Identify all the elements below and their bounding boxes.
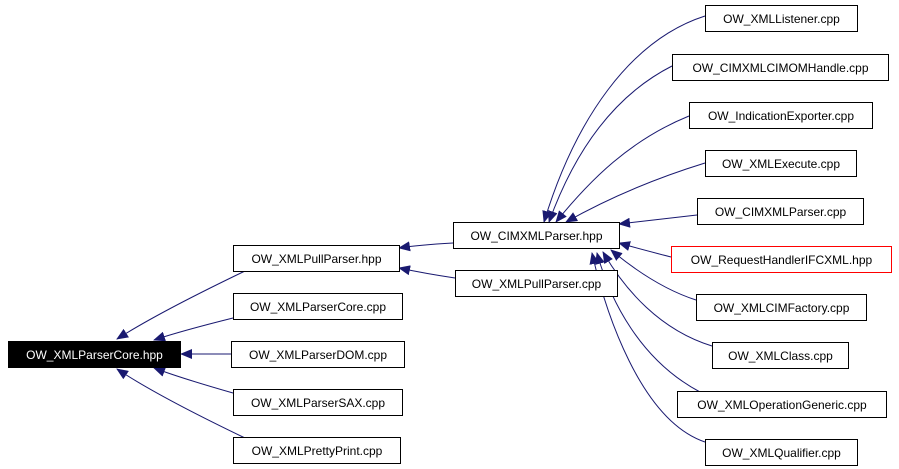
node-xmllistener-cpp[interactable]: OW_XMLListener.cpp	[705, 5, 858, 32]
edge-cimxmlparser-cpp-to-cimxmlparser-hpp	[618, 214, 698, 228]
node-cimxmlparser-hpp[interactable]: OW_CIMXMLParser.hpp	[453, 222, 620, 249]
node-xmlqualifier-cpp[interactable]: OW_XMLQualifier.cpp	[705, 439, 858, 466]
node-cimxmlcimomhandle-cpp[interactable]: OW_CIMXMLCIMOMHandle.cpp	[672, 54, 889, 81]
node-xmloperationgeneric-cpp[interactable]: OW_XMLOperationGeneric.cpp	[677, 391, 887, 418]
node-xmlpullparser-hpp[interactable]: OW_XMLPullParser.hpp	[233, 245, 400, 272]
node-xmlparsersax-cpp[interactable]: OW_XMLParserSAX.cpp	[233, 389, 403, 416]
node-requesthandlerifcxml-hpp[interactable]: OW_RequestHandlerIFCXML.hpp	[671, 246, 892, 273]
node-xmlexecute-cpp[interactable]: OW_XMLExecute.cpp	[705, 150, 857, 177]
node-cimxmlparser-cpp[interactable]: OW_CIMXMLParser.cpp	[697, 198, 864, 225]
node-xmlclass-cpp[interactable]: OW_XMLClass.cpp	[712, 342, 849, 369]
node-xmlpullparser-cpp[interactable]: OW_XMLPullParser.cpp	[455, 270, 618, 297]
edge-xmlparsercore-cpp-to-xmlparsercore-hpp	[153, 317, 234, 342]
node-xmlparsercore-hpp: OW_XMLParserCore.hpp	[8, 341, 181, 368]
edge-requesthandlerifcxml-hpp-to-cimxmlparser-hpp	[618, 241, 672, 258]
edge-xmllistener-cpp-to-cimxmlparser-hpp	[542, 15, 706, 223]
node-indicationexporter-cpp[interactable]: OW_IndicationExporter.cpp	[689, 102, 873, 129]
edge-xmlexecute-cpp-to-cimxmlparser-hpp	[565, 162, 706, 223]
node-xmlparserdom-cpp[interactable]: OW_XMLParserDOM.cpp	[231, 341, 405, 368]
edge-xmlparsersax-cpp-to-xmlparsercore-hpp	[153, 367, 234, 394]
edge-indicationexporter-cpp-to-cimxmlparser-hpp	[555, 115, 690, 223]
edge-xmlprettyprint-cpp-to-xmlparsercore-hpp	[116, 368, 246, 439]
node-xmlparsercore-cpp[interactable]: OW_XMLParserCore.cpp	[233, 293, 403, 320]
edge-cimxmlparser-hpp-to-xmlpullparser-hpp	[398, 241, 454, 252]
edge-xmlpullparser-hpp-to-xmlparsercore-hpp	[116, 270, 246, 340]
node-xmlcimfactory-cpp[interactable]: OW_XMLCIMFactory.cpp	[696, 294, 867, 321]
edge-xmlcimfactory-cpp-to-cimxmlparser-hpp	[610, 249, 697, 301]
edge-cimxmlcimomhandle-cpp-to-cimxmlparser-hpp	[548, 65, 673, 223]
node-xmlprettyprint-cpp[interactable]: OW_XMLPrettyPrint.cpp	[233, 437, 401, 464]
edge-xmlpullparser-cpp-to-xmlpullparser-hpp	[398, 265, 456, 279]
edge-xmlclass-cpp-to-cimxmlparser-hpp	[602, 251, 713, 347]
